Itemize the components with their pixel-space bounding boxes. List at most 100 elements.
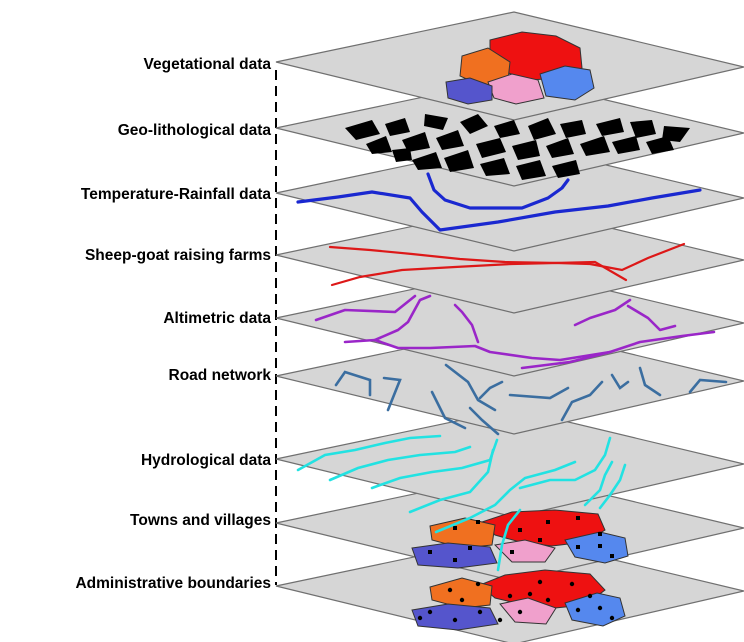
- rock: [494, 120, 520, 138]
- farm-lines: [328, 242, 686, 287]
- settlement-dot: [447, 587, 453, 593]
- settlement-dot: [453, 526, 457, 530]
- settlement-dot: [468, 546, 472, 550]
- settlement-dot: [598, 532, 602, 536]
- settlement-dot: [597, 605, 603, 611]
- contour: [626, 304, 677, 332]
- road: [444, 363, 497, 412]
- stream: [296, 434, 442, 472]
- label-sheep-goat-farms: Sheep-goat raising farms: [84, 247, 271, 264]
- settlement-dot: [545, 597, 551, 603]
- settlement-dot: [475, 581, 481, 587]
- road: [688, 378, 728, 394]
- rock: [412, 152, 442, 170]
- settlement-dot: [576, 545, 580, 549]
- rock: [476, 138, 506, 158]
- road: [468, 406, 500, 436]
- region-indigo: [411, 603, 499, 631]
- settlement-dot: [610, 554, 614, 558]
- altimetric-contours: [314, 294, 716, 370]
- settlement-dot: [527, 591, 533, 597]
- settlement-dot: [517, 609, 523, 615]
- settlement-dot: [538, 538, 542, 542]
- label-altimetric: Altimetric data: [163, 310, 271, 327]
- road: [430, 390, 467, 430]
- rock: [444, 150, 474, 172]
- settlement-dot: [453, 558, 457, 562]
- rock: [436, 130, 464, 150]
- settlement-dot: [427, 609, 433, 615]
- hydrological-streams: [296, 434, 627, 572]
- label-administrative-boundaries: Administrative boundaries: [75, 575, 271, 592]
- road: [610, 373, 630, 390]
- rock: [580, 136, 610, 156]
- stream: [598, 463, 627, 510]
- label-vegetational: Vegetational data: [143, 56, 271, 73]
- rock-polygons: [345, 114, 690, 180]
- settlement-dot: [417, 615, 423, 621]
- rock: [424, 114, 448, 130]
- settlement-dot: [510, 550, 514, 554]
- farm-route: [330, 260, 628, 287]
- rock: [345, 120, 380, 140]
- road-segments: [334, 363, 728, 436]
- isoline: [426, 172, 570, 210]
- contour: [520, 330, 716, 370]
- rock: [460, 114, 488, 134]
- contour: [373, 294, 432, 342]
- rock: [612, 136, 640, 154]
- settlement-dot: [576, 516, 580, 520]
- road: [334, 370, 372, 397]
- rock: [546, 138, 574, 158]
- settlement-dot: [497, 617, 503, 623]
- stream: [408, 448, 495, 514]
- stream: [434, 460, 577, 534]
- rock: [552, 160, 580, 178]
- administrative-regions: [411, 569, 626, 631]
- road: [638, 366, 662, 397]
- rainfall-isolines: [296, 172, 702, 232]
- label-road-network: Road network: [168, 367, 271, 384]
- rock: [516, 160, 546, 180]
- stream: [496, 508, 522, 572]
- admin-settlement-dots: [417, 579, 615, 623]
- road: [478, 380, 504, 400]
- rock: [402, 132, 430, 152]
- stream: [328, 445, 472, 482]
- contour: [343, 338, 612, 362]
- settlement-dot: [587, 593, 593, 599]
- contour: [314, 294, 417, 322]
- settlement-dot: [569, 581, 575, 587]
- settlement-dot: [459, 597, 465, 603]
- settlement-dot: [537, 579, 543, 585]
- region-pink: [499, 597, 557, 625]
- region-blue: [539, 65, 595, 101]
- isoline: [296, 188, 702, 232]
- contour: [573, 298, 632, 327]
- road: [560, 380, 604, 422]
- contour: [453, 303, 480, 344]
- region-pink: [487, 73, 545, 105]
- label-hydrological: Hydrological data: [140, 452, 271, 469]
- rock: [596, 118, 624, 136]
- rock: [480, 158, 510, 176]
- settlement-dot: [575, 607, 581, 613]
- rock: [630, 120, 656, 138]
- town-dots: [428, 516, 614, 562]
- region-orange: [429, 517, 496, 549]
- settlement-dot: [598, 544, 602, 548]
- rock: [528, 118, 556, 140]
- region-indigo: [411, 542, 498, 569]
- settlement-dot: [476, 520, 480, 524]
- layer-plane-7: [275, 408, 744, 518]
- region-indigo: [445, 77, 493, 105]
- stream: [518, 436, 612, 490]
- stream: [583, 460, 614, 507]
- settlement-dot: [477, 609, 483, 615]
- region-pink: [493, 539, 556, 563]
- label-geo-lithological: Geo-lithological data: [117, 122, 271, 139]
- settlement-dot: [518, 528, 522, 532]
- road: [508, 386, 570, 400]
- rock: [366, 136, 392, 154]
